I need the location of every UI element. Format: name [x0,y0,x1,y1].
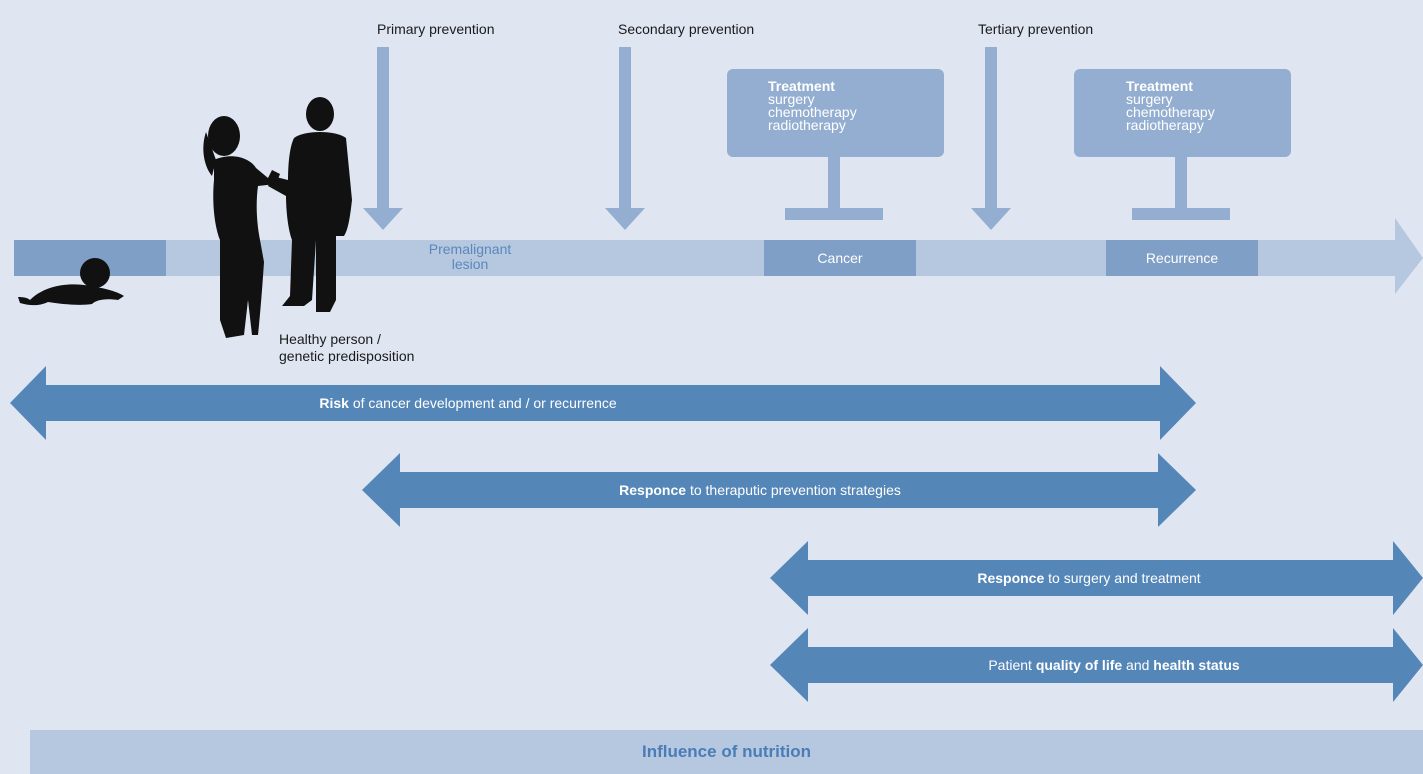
tertiary-prevention-arrow [971,47,1011,230]
primary-prevention-arrow [363,47,403,230]
treatment-title: Treatment [1126,78,1193,94]
risk-label: Risk of cancer development and / or recu… [319,395,616,411]
healthy-person-line-2: genetic predisposition [279,348,415,364]
treatment-base-1 [785,208,883,220]
treatment-stem-2 [1175,156,1187,212]
response-prevention-arrow [362,453,1196,527]
baby-silhouette [18,258,124,306]
secondary-prevention-arrow [605,47,645,230]
treatment-item: chemotherapy [768,104,857,120]
recurrence-stage: Recurrence [1106,240,1258,276]
risk-arrow [10,366,1196,440]
cancer-stage: Cancer [764,240,916,276]
treatment-item: surgery [768,91,815,107]
risk-bold: Risk [319,395,349,411]
response-treatment-arrow [770,541,1423,615]
response-treatment-bold: Responce [977,570,1045,586]
timeline-arrow [14,218,1423,294]
quality-arrow [770,628,1423,702]
response-prevention-label: Responce to theraputic prevention strate… [619,482,901,498]
quality-pre: Patient [988,657,1036,673]
quality-bold-1: quality of life [1035,657,1123,673]
lesion-line-1: Premalignant [428,241,512,257]
treatment-item: radiotherapy [768,117,846,133]
response-treatment-label: Responce to surgery and treatment [977,570,1200,586]
response-prevention-bold: Responce [619,482,687,498]
treatment-base-2 [1132,208,1230,220]
response-treatment-rest: to surgery and treatment [1044,570,1201,586]
healthy-person-label: Healthy person / genetic predisposition [279,331,414,365]
tertiary-prevention-label: Tertiary prevention [978,21,1094,37]
response-prevention-rest: to theraputic prevention strategies [686,482,901,498]
lesion-line-2: lesion [451,256,489,272]
treatment-stem-1 [828,156,840,212]
woman-silhouette [203,116,280,338]
treatment-item: surgery [1126,91,1173,107]
nutrition-banner: Influence of nutrition [30,730,1423,774]
primary-prevention-label: Primary prevention [377,21,495,37]
quality-bold-2: health status [1153,657,1240,673]
treatment-title: Treatment [768,78,835,94]
treatment-item: radiotherapy [1126,117,1204,133]
healthy-person-line-1: Healthy person / [279,331,381,347]
treatment-box-1: Treatment surgery chemotherapy radiother… [727,69,944,157]
risk-rest: of cancer development and / or recurrenc… [348,395,617,411]
man-silhouette [268,97,352,312]
quality-label: Patient quality of life and health statu… [988,657,1239,673]
treatment-box-2: Treatment surgery chemotherapy radiother… [1074,69,1291,157]
treatment-item: chemotherapy [1126,104,1215,120]
premalignant-lesion-label: Premalignant lesion [405,242,535,272]
quality-mid: and [1122,657,1154,673]
secondary-prevention-label: Secondary prevention [618,21,755,37]
